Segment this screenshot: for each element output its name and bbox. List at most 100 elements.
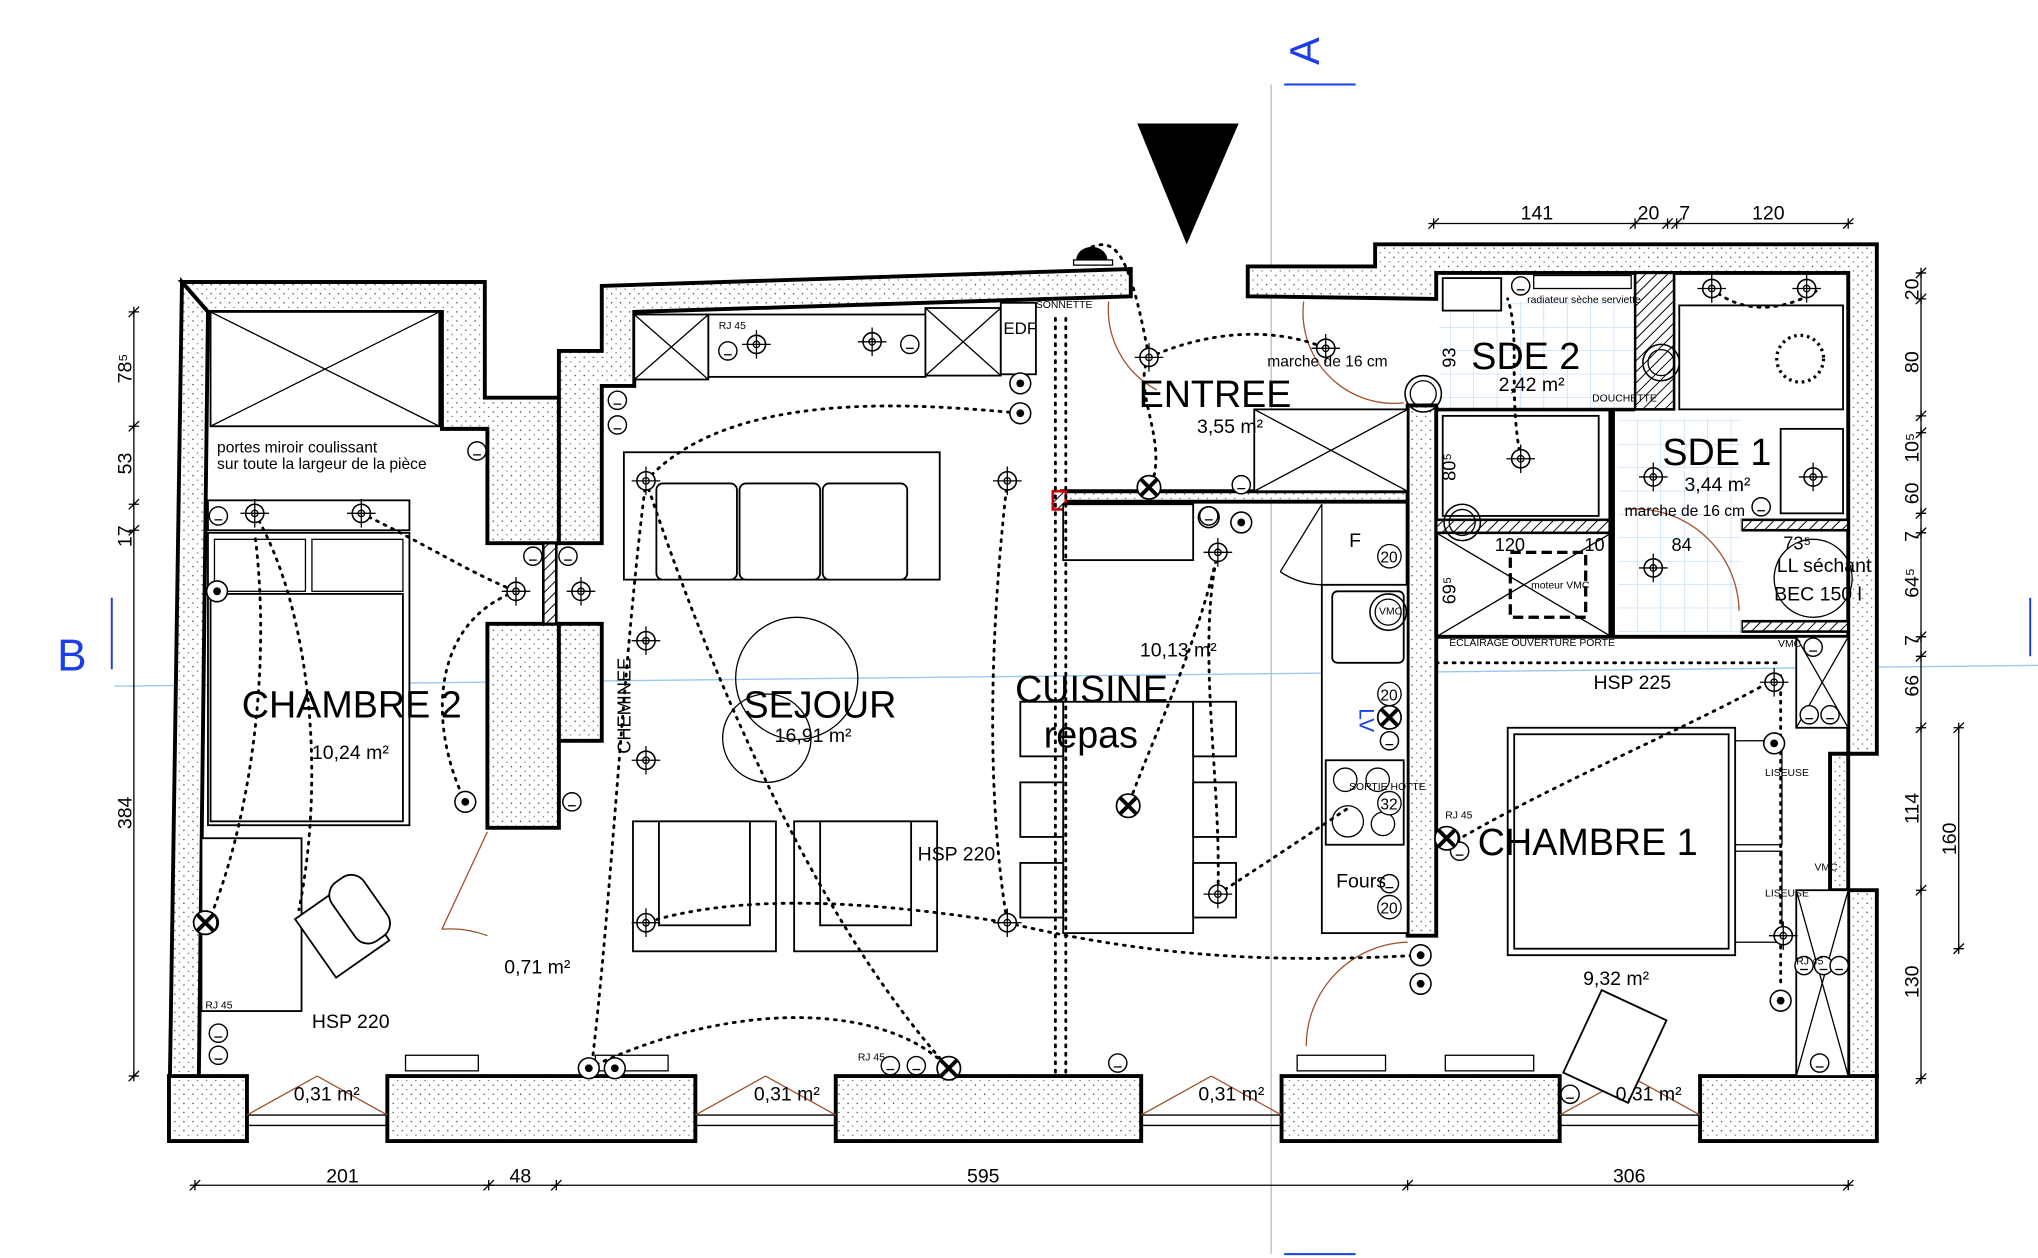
dim-right-64-5: 64⁵ [1901,568,1923,598]
dimension-tick [128,498,140,510]
socket-icon [208,1045,229,1066]
circuit-circle [1377,790,1402,816]
electrical-wiring [206,243,1822,1074]
socket-icon [1198,506,1219,526]
doors [441,301,1740,1047]
dim-right-130: 130 [1901,965,1923,998]
inner-dim-69-5: 69⁵ [1440,577,1460,605]
ceiling-light-icon [1638,462,1668,492]
inner-dim-80-5: 80⁵ [1440,453,1460,481]
switch-icon [454,790,477,814]
dimension-tick [550,1179,562,1191]
switch-icon [1409,944,1432,967]
dimension-tick [1953,722,1965,734]
ceiling-light-icon [566,577,596,606]
socket-icon [900,334,920,355]
ceiling-light-icon [1697,274,1727,303]
socket-icon [607,415,628,435]
socket-icon [718,341,738,361]
label-dryer-2: BEC 150 l [1774,583,1862,605]
room-sde1-area: 3,44 m² [1684,474,1751,496]
window [246,1075,388,1127]
circuit-rating: 20 [1380,901,1398,918]
label-rj45-sejour: RJ 45 [719,321,746,332]
label-dishwasher: LV [1355,708,1378,732]
dimension-tick [1915,884,1927,896]
wall-light-icon [1136,474,1162,500]
room-entree-area: 3,55 m² [1197,416,1264,438]
dim-bottom-595: 595 [967,1166,1000,1188]
dim-bottom-306: 306 [1613,1166,1646,1188]
ceiling-light-icon [742,330,771,359]
dimension-tick [1915,267,1927,279]
circuit-circle [1377,894,1402,920]
vmc-vent-icon [1369,593,1408,632]
bathtub-right [1678,304,1844,411]
socket-icon [523,546,543,567]
circuit-rating: 32 [1380,797,1397,814]
chair-chambre-1 [1562,988,1668,1104]
note-mirror-doors-2: sur toute la largeur de la pièce [217,456,427,473]
inner-dim-120: 120 [1495,535,1525,555]
dim-top-7: 7 [1679,203,1690,225]
room-sejour-name: SEJOUR [743,683,896,725]
switch-icon [1762,732,1786,755]
window-area-3: 0,31 m² [1198,1084,1265,1106]
switch-icon [1769,989,1792,1012]
socket-icon [880,1055,901,1076]
wall-light-icon [192,910,218,936]
dim-right-20: 20 [1901,278,1923,300]
bed-chambre-1 [1506,726,1783,957]
dimension-tick [128,524,140,536]
ceiling-light-icon [993,466,1022,496]
socket-icon [208,1023,229,1043]
label-edf: EDF [1003,319,1037,338]
dimension-tick [128,1070,140,1082]
circuit-circle [1377,543,1402,569]
label-fridge: F [1349,530,1361,552]
sofa [622,451,941,581]
ceiling-light-icon [1311,333,1341,363]
dim-top-20: 20 [1638,203,1660,225]
label-vmc-motor: moteur VMC [1531,581,1590,592]
dimension-tick [1953,943,1965,955]
label-hood: SORTIE HOTTE [1349,782,1426,793]
dim-right-7b: 7 [1901,635,1923,646]
socket-icon [1560,1084,1580,1105]
socket-icon [1794,955,1814,976]
room-chambre-1-area: 9,32 m² [1583,968,1650,990]
window-area-2: 0,31 m² [754,1084,821,1106]
vmc-vent-icon [1404,374,1443,413]
dimension-tick [1915,1072,1927,1085]
dim-right-160: 160 [1939,822,1961,855]
section-a-label: A [1281,37,1328,65]
dimension-tick [1915,527,1927,539]
vmc-vent-icon [1642,343,1681,382]
label-reading-light-2: LISEUSE [1765,889,1809,900]
socket-icon [558,546,578,567]
socket-icon [1751,497,1771,517]
ceiling-height-chambre-2: HSP 220 [312,1011,390,1033]
dimension-tick [1629,217,1641,230]
dim-right-7a: 7 [1901,531,1923,542]
socket-icon [1379,730,1400,751]
dim-left-78-5: 78⁵ [114,354,136,384]
dim-right-66: 66 [1901,675,1923,697]
dimension-tick [1671,217,1683,230]
ceiling-light-icon [1134,343,1164,372]
wall-light-icon [1115,793,1141,819]
dimension-tick [1401,1179,1414,1191]
circuit-rating: 20 [1380,687,1398,704]
ceiling-height-chambre-1: HSP 225 [1593,672,1671,694]
ceiling-light-icon [631,626,661,655]
dimension-tick [128,306,140,318]
dim-right-114: 114 [1901,793,1923,824]
window [695,1075,837,1127]
window-area-1: 0,31 m² [294,1084,361,1106]
label-reading-light-1: LISEUSE [1765,768,1809,779]
socket-icon [467,441,487,461]
dim-top-120: 120 [1752,203,1785,225]
label-rj45-chambre-1: RJ 45 [1445,811,1472,822]
note-step-sde2: marche de 16 cm [1267,353,1387,370]
ceiling-light-icon [631,745,661,775]
